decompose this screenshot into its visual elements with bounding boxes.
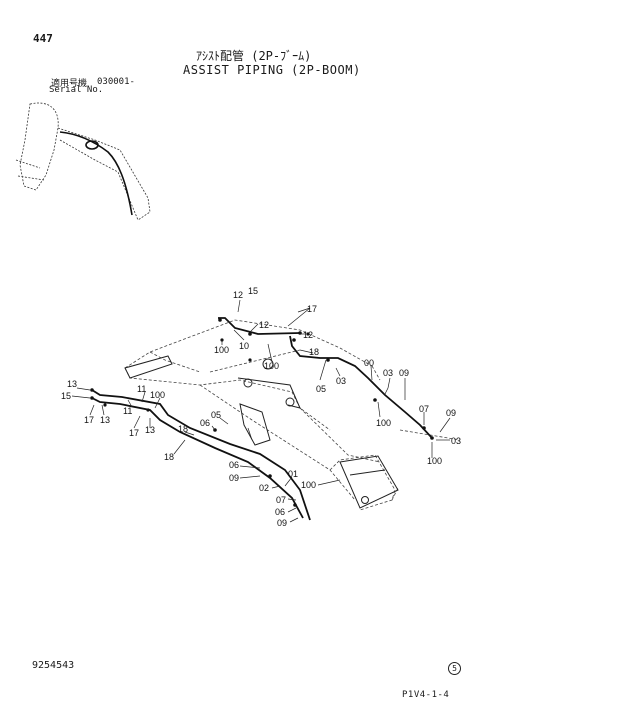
callout-02: 02 — [259, 483, 269, 493]
callout-01: 01 — [288, 469, 298, 479]
serial-label-english: Serial No. — [49, 85, 104, 95]
serial-label-japanese: 適用号機 — [51, 79, 88, 89]
callout-17: 17 — [84, 415, 94, 425]
callout-11: 11 — [123, 406, 132, 416]
page-code: P1V4-1-4 — [402, 690, 450, 700]
callout-03: 03 — [451, 436, 461, 446]
callout-07: 07 — [419, 404, 429, 414]
title-english: ASSIST PIPING (2P-BOOM) — [183, 63, 361, 77]
callout-17: 17 — [307, 304, 317, 314]
callout-05: 05 — [211, 410, 221, 420]
callout-12: 12 — [259, 320, 269, 330]
callout-17: 17 — [129, 428, 139, 438]
callout-18: 18 — [178, 424, 188, 434]
callout-10: 10 — [239, 341, 249, 351]
callout-05: 05 — [316, 384, 326, 394]
serial-value: 030001- — [97, 77, 135, 87]
callout-100: 100 — [150, 390, 165, 400]
callout-06: 06 — [200, 418, 210, 428]
callout-03: 03 — [336, 376, 346, 386]
callout-13: 13 — [67, 379, 77, 389]
callout-06: 06 — [229, 460, 239, 470]
callout-07: 07 — [276, 495, 286, 505]
callout-09: 09 — [399, 368, 409, 378]
assist-pipes — [91, 317, 433, 521]
callout-18: 18 — [164, 452, 174, 462]
callout-18: 18 — [309, 347, 319, 357]
callout-00: 00 — [364, 358, 374, 368]
callout-100: 100 — [264, 361, 279, 371]
callout-09: 09 — [277, 518, 287, 528]
callout-100: 100 — [301, 480, 316, 490]
callout-09: 09 — [229, 473, 239, 483]
callout-100: 100 — [376, 418, 391, 428]
callout-labels: 12 15 17 12 12 10 100 100 18 00 05 03 03… — [61, 286, 461, 528]
reference-symbol: 5 — [448, 662, 461, 675]
callout-13: 13 — [145, 425, 155, 435]
callout-12: 12 — [303, 330, 313, 340]
callout-09: 09 — [446, 408, 456, 418]
callout-13: 13 — [100, 415, 110, 425]
callout-15: 15 — [61, 391, 71, 401]
callout-100: 100 — [427, 456, 442, 466]
callout-15: 15 — [248, 286, 258, 296]
boom-body — [124, 355, 399, 509]
leader-lines — [71, 299, 451, 523]
document-number: 9254543 — [32, 660, 75, 671]
callout-06: 06 — [275, 507, 285, 517]
callout-100: 100 — [214, 345, 229, 355]
title-japanese: ｱｼｽﾄ配管 (2P-ﾌﾞｰﾑ) — [196, 49, 312, 63]
locator-highlight-pipe — [59, 131, 133, 216]
callout-12: 12 — [233, 290, 243, 300]
page-number: 447 — [33, 32, 53, 45]
callout-11: 11 — [137, 384, 146, 394]
callout-03: 03 — [383, 368, 393, 378]
